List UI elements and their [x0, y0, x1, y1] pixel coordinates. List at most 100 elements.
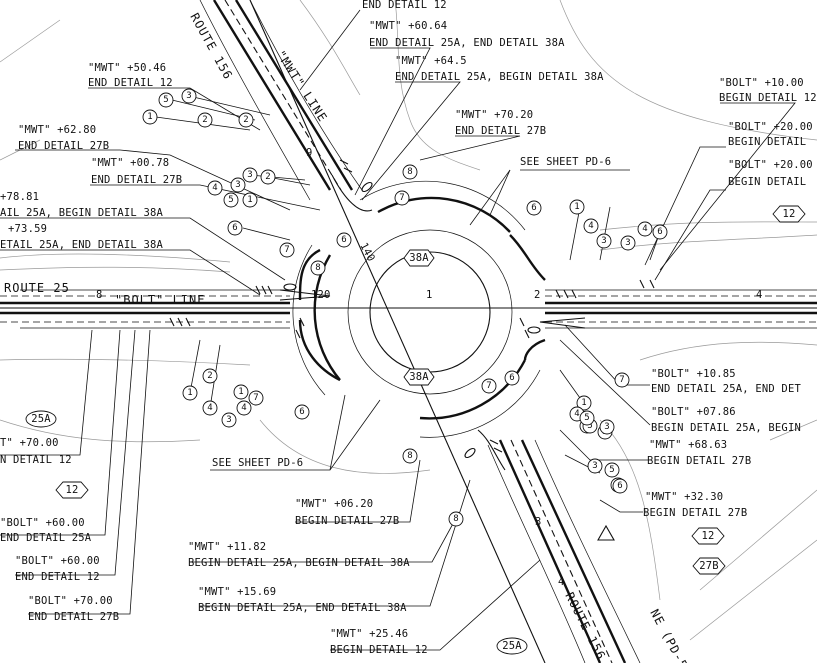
bubble: 5 — [158, 92, 174, 108]
bubble: 7 — [279, 242, 295, 258]
route-156-roadway — [199, 0, 641, 663]
bubble: 1 — [242, 192, 258, 208]
svg-text:END DETAIL 25A, END DET: END DETAIL 25A, END DET — [651, 383, 801, 395]
bubble: 3 — [596, 233, 612, 249]
station-9: 9 — [306, 147, 313, 159]
svg-text:2: 2 — [207, 371, 212, 381]
tag-12-left: 12 — [55, 481, 89, 499]
svg-text:"MWT" +68.63: "MWT" +68.63 — [649, 439, 727, 451]
bubble: 4 — [583, 218, 599, 234]
svg-text:7: 7 — [284, 245, 289, 255]
center-numeral: 1 — [426, 289, 433, 301]
svg-text:8: 8 — [453, 514, 458, 524]
bubble: 4 — [236, 400, 252, 416]
svg-text:END DETAIL 27B: END DETAIL 27B — [455, 125, 546, 137]
station-4: 4 — [558, 576, 565, 588]
svg-text:"MWT" +70.20: "MWT" +70.20 — [455, 109, 533, 121]
bolt-line-label: "BOLT" LINE — [115, 293, 205, 307]
svg-text:12: 12 — [701, 530, 714, 542]
bubble: 7 — [614, 372, 630, 388]
route-25-label: ROUTE 25 — [4, 281, 70, 295]
svg-text:1: 1 — [147, 112, 152, 122]
svg-text:7: 7 — [486, 381, 491, 391]
svg-text:2: 2 — [243, 115, 248, 125]
svg-text:BEGIN DETAIL: BEGIN DETAIL — [728, 176, 806, 188]
svg-text:8: 8 — [407, 167, 412, 177]
bubble: 8 — [402, 448, 418, 464]
tag-38a-top: 38A — [403, 249, 435, 267]
bubble: 2 — [260, 169, 276, 185]
bubble: 3 — [620, 235, 636, 251]
svg-text:"MWT" +60.64: "MWT" +60.64 — [369, 20, 447, 32]
bubble: 4 — [207, 180, 223, 196]
svg-text:BEGIN DETAIL 12: BEGIN DETAIL 12 — [719, 92, 817, 104]
callout-c16: T" +70.00 N DETAIL 12 — [0, 437, 72, 466]
svg-text:BEGIN DETAIL 25A, BEGIN: BEGIN DETAIL 25A, BEGIN — [651, 422, 801, 434]
svg-text:7: 7 — [253, 393, 258, 403]
svg-text:1: 1 — [187, 388, 192, 398]
bubble: 3 — [587, 458, 603, 474]
bubble: 6 — [526, 200, 542, 216]
svg-text:N DETAIL 12: N DETAIL 12 — [0, 454, 72, 466]
svg-text:T" +70.00: T" +70.00 — [0, 437, 59, 449]
leader-lines — [0, 9, 796, 651]
svg-text:"MWT" +32.30: "MWT" +32.30 — [645, 491, 723, 503]
svg-text:4: 4 — [241, 403, 246, 413]
bubble: 3 — [230, 177, 246, 193]
see-sheet-top: SEE SHEET PD-6 — [520, 156, 611, 168]
bubble: 6 — [652, 224, 668, 240]
svg-text:2: 2 — [202, 115, 207, 125]
svg-text:END DETAIL 12: END DETAIL 12 — [15, 571, 100, 583]
svg-text:BEGIN DETAIL 12: BEGIN DETAIL 12 — [330, 644, 428, 656]
svg-text:12: 12 — [65, 484, 78, 496]
callout-c01: END DETAIL 12 — [362, 0, 447, 11]
svg-text:"MWT" +50.46: "MWT" +50.46 — [88, 62, 166, 74]
svg-text:38A: 38A — [409, 252, 429, 264]
bubble: 2 — [238, 112, 254, 128]
bubble: 5 — [223, 192, 239, 208]
station-120: 120 — [311, 289, 331, 301]
tag-12-bottom: 12 — [691, 527, 725, 545]
svg-text:BEGIN DETAIL 27B: BEGIN DETAIL 27B — [647, 455, 751, 467]
svg-text:5: 5 — [609, 465, 614, 475]
traffic-markings — [169, 159, 655, 541]
bubble: 1 — [182, 385, 198, 401]
bubble: 8 — [448, 511, 464, 527]
east-numeral: 2 — [534, 289, 541, 301]
svg-text:38A: 38A — [409, 371, 429, 383]
svg-text:4: 4 — [212, 183, 217, 193]
svg-text:6: 6 — [299, 407, 304, 417]
svg-text:6: 6 — [341, 235, 346, 245]
svg-text:"MWT" +62.80: "MWT" +62.80 — [18, 124, 96, 136]
svg-text:BEGIN DETAIL 27B: BEGIN DETAIL 27B — [295, 515, 399, 527]
svg-text:1: 1 — [574, 202, 579, 212]
svg-text:8: 8 — [407, 451, 412, 461]
svg-text:6: 6 — [509, 373, 514, 383]
bubble: 4 — [637, 221, 653, 237]
roundabout — [279, 174, 586, 471]
bubble: 1 — [576, 395, 592, 411]
route-25-roadway — [0, 289, 817, 329]
svg-text:END DETAIL 25A, END DETAIL 38A: END DETAIL 25A, END DETAIL 38A — [369, 37, 565, 49]
station-8: 8 — [96, 289, 103, 301]
svg-text:25A: 25A — [502, 640, 522, 652]
svg-text:25A: 25A — [31, 413, 51, 425]
svg-text:"MWT" +00.78: "MWT" +00.78 — [91, 157, 169, 169]
svg-text:"BOLT" +10.00: "BOLT" +10.00 — [719, 77, 804, 89]
svg-text:4: 4 — [588, 221, 593, 231]
